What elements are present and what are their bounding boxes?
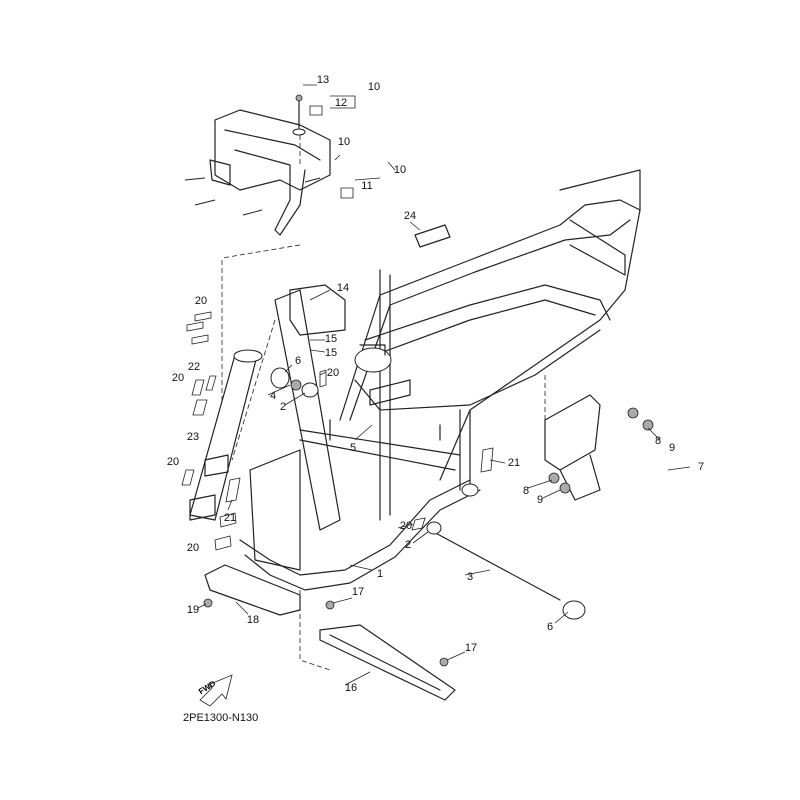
callout-10: 10 [367, 81, 381, 93]
callout-9: 9 [536, 494, 544, 506]
callout-20: 20 [194, 295, 208, 307]
callout-10: 10 [393, 164, 407, 176]
callout-17: 17 [464, 642, 478, 654]
callout-18: 18 [246, 614, 260, 626]
callout-20: 20 [166, 456, 180, 468]
callout-9: 9 [668, 442, 676, 454]
callout-3: 3 [466, 571, 474, 583]
callout-24: 24 [403, 210, 417, 222]
callout-21: 21 [507, 457, 521, 469]
callout-13: 13 [316, 74, 330, 86]
callout-21: 21 [223, 512, 237, 524]
callout-1: 1 [376, 568, 384, 580]
main-frame [239, 169, 641, 591]
leader-lines [221, 244, 546, 671]
callout-17: 17 [351, 586, 365, 598]
callout-12: 12 [334, 97, 348, 109]
callout-19: 19 [186, 604, 200, 616]
callout-6: 6 [546, 621, 554, 633]
callout-4: 4 [269, 390, 277, 402]
callout-20: 20 [171, 372, 185, 384]
callout-20: 20 [399, 520, 413, 532]
callout-16: 16 [344, 682, 358, 694]
callout-20: 20 [326, 367, 340, 379]
callout-22: 22 [187, 361, 201, 373]
diagram-code: 2PE1300-N130 [183, 712, 259, 724]
callout-8: 8 [522, 485, 530, 497]
down-tube-parts [181, 284, 392, 551]
callout-23: 23 [186, 431, 200, 443]
lower-parts [203, 224, 654, 701]
callout-15: 15 [324, 347, 338, 359]
callout-7: 7 [697, 461, 705, 473]
fwd-arrow-icon [199, 674, 233, 707]
callout-leaders [197, 84, 691, 686]
callout-2: 2 [404, 539, 412, 551]
callout-20: 20 [186, 542, 200, 554]
callout-11: 11 [361, 180, 373, 192]
callout-14: 14 [336, 282, 350, 294]
callout-5: 5 [349, 442, 357, 454]
upper-bracket-assembly [184, 94, 354, 236]
callout-8: 8 [654, 435, 662, 447]
callout-10: 10 [337, 136, 351, 148]
callout-15: 15 [324, 333, 338, 345]
callout-2: 2 [279, 401, 287, 413]
callout-6: 6 [294, 355, 302, 367]
